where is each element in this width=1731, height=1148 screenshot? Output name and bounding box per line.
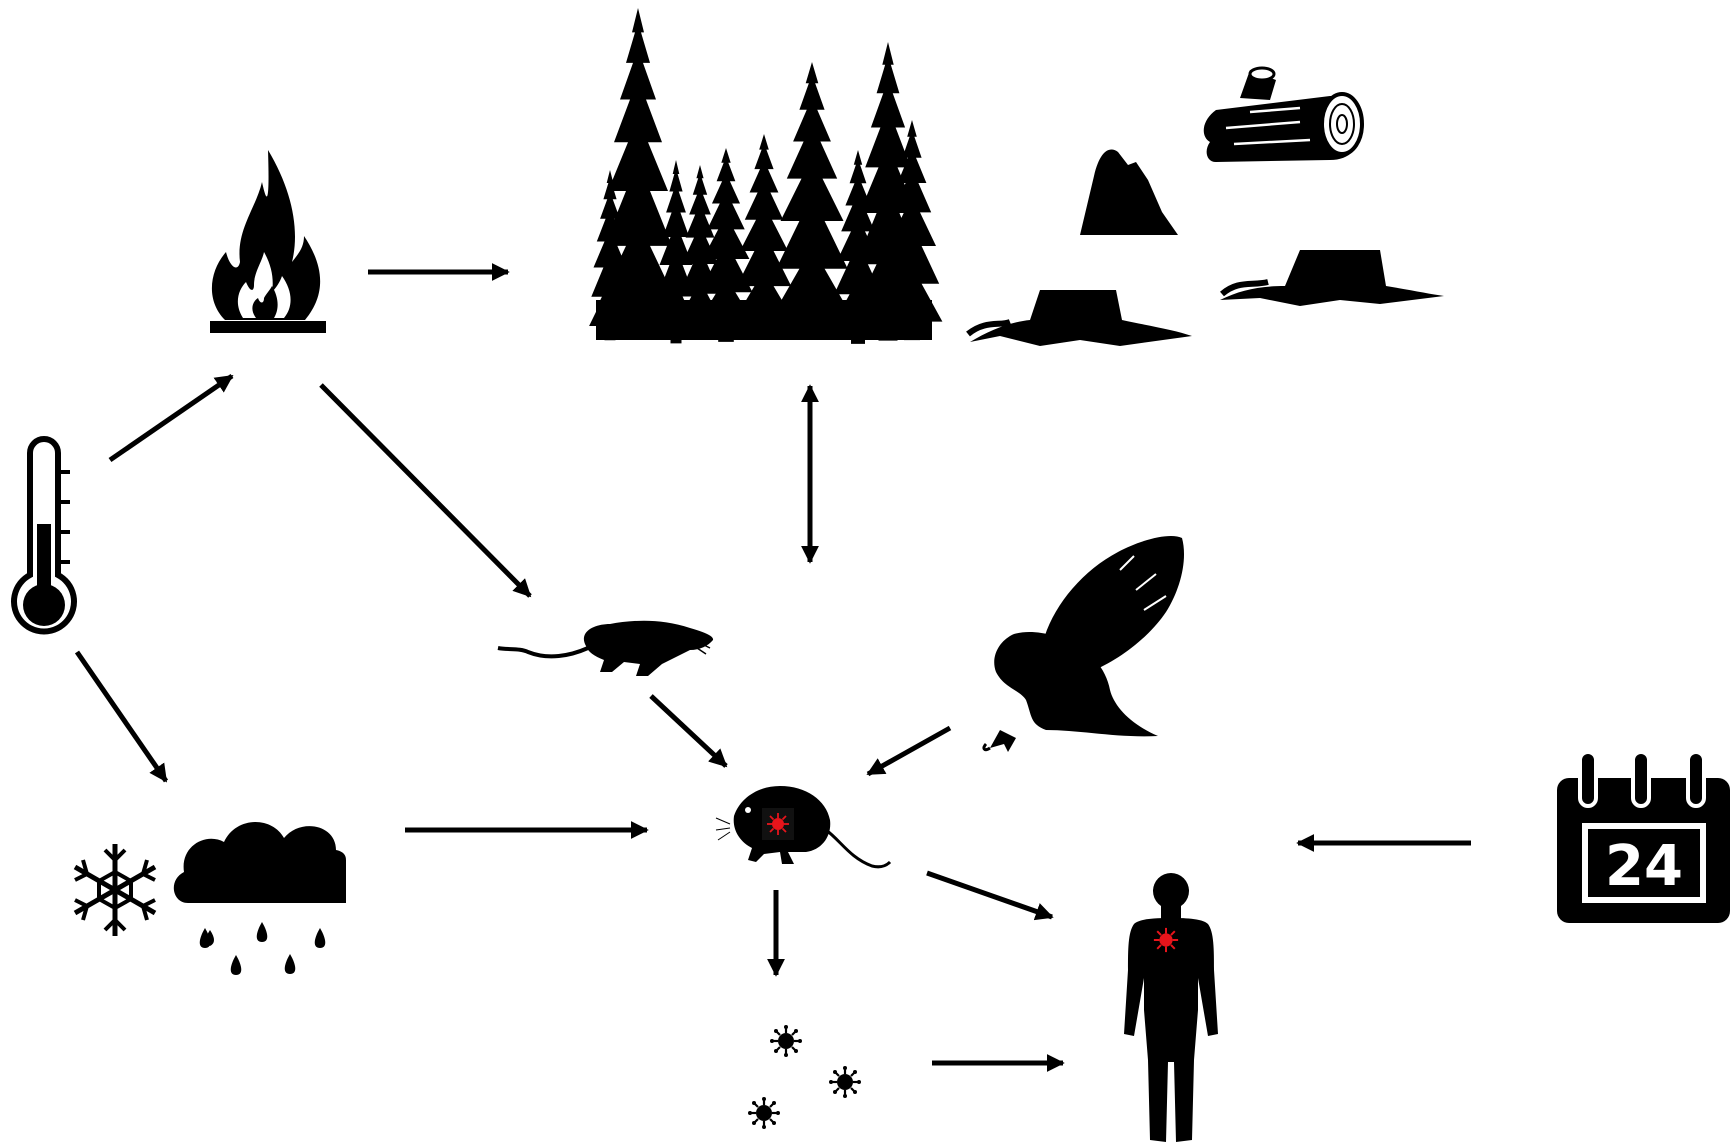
infected-vole-icon	[715, 786, 892, 869]
rain-cloud-icon	[173, 821, 346, 975]
snow-rain-icon	[73, 821, 346, 975]
logging-stumps-icon	[966, 66, 1444, 346]
shrew-icon	[497, 620, 714, 676]
arrow-owl-to-vole	[866, 725, 952, 777]
virus-particle	[768, 1023, 804, 1059]
owl-icon	[982, 535, 1185, 752]
arrow-thermometer-to-weather	[74, 650, 169, 783]
arrow-shrew-to-vole	[649, 694, 728, 768]
conifer-forest-icon	[589, 8, 943, 344]
thermometer-icon	[11, 436, 77, 635]
snowflake-icon	[73, 844, 157, 936]
calendar-day-label: 24	[1605, 834, 1683, 899]
calendar-icon: 24	[1557, 750, 1730, 923]
fire-icon	[210, 150, 326, 333]
arrow-fire-to-shrew	[319, 383, 532, 598]
arrows	[74, 263, 1471, 1072]
arrow-thermometer-to-fire	[108, 373, 234, 463]
virus-particle	[746, 1095, 782, 1131]
infected-human-icon	[1124, 873, 1218, 1142]
arrow-vole-to-human	[926, 870, 1054, 921]
virus-particle	[827, 1064, 863, 1100]
virus-particles-icon	[746, 1023, 863, 1131]
